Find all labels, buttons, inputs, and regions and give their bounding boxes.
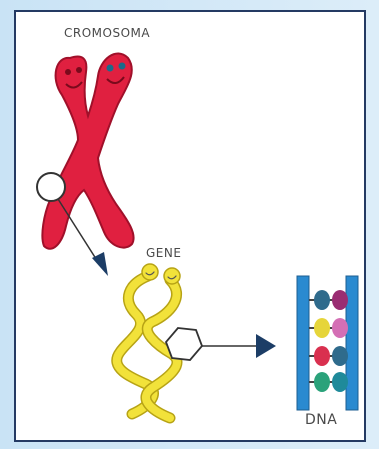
gene-head-right	[164, 268, 180, 284]
dna-molecule	[297, 276, 358, 410]
base-pair-4b	[332, 372, 348, 392]
dna-label: DNA	[305, 412, 337, 428]
dna-rail-right	[346, 276, 358, 410]
base-pair-3a	[314, 346, 330, 366]
chromosome-eye-left-1	[65, 69, 71, 75]
gene-head-left	[142, 264, 158, 280]
base-pair-1a	[314, 290, 330, 310]
chromosome-gene-highlight	[37, 173, 65, 201]
arrow-head-2	[256, 334, 276, 358]
base-pair-2b	[332, 318, 348, 338]
arrow-gene-to-dna	[202, 334, 276, 358]
gene-dna-highlight	[166, 328, 202, 360]
base-pair-4a	[314, 372, 330, 392]
chromosome-eye-left-2	[76, 67, 82, 73]
gene	[117, 264, 202, 418]
base-pair-2a	[314, 318, 330, 338]
base-pair-3b	[332, 346, 348, 366]
chromosome-eye-right-2	[119, 63, 126, 70]
gene-label: GENE	[146, 246, 181, 260]
chromosome-label: CROMOSOMA	[64, 26, 150, 40]
chromosome-body	[42, 53, 133, 248]
chromosome-eye-right-1	[107, 65, 114, 72]
base-pair-1b	[332, 290, 348, 310]
chromosome	[37, 53, 134, 248]
dna-rail-left	[297, 276, 309, 410]
